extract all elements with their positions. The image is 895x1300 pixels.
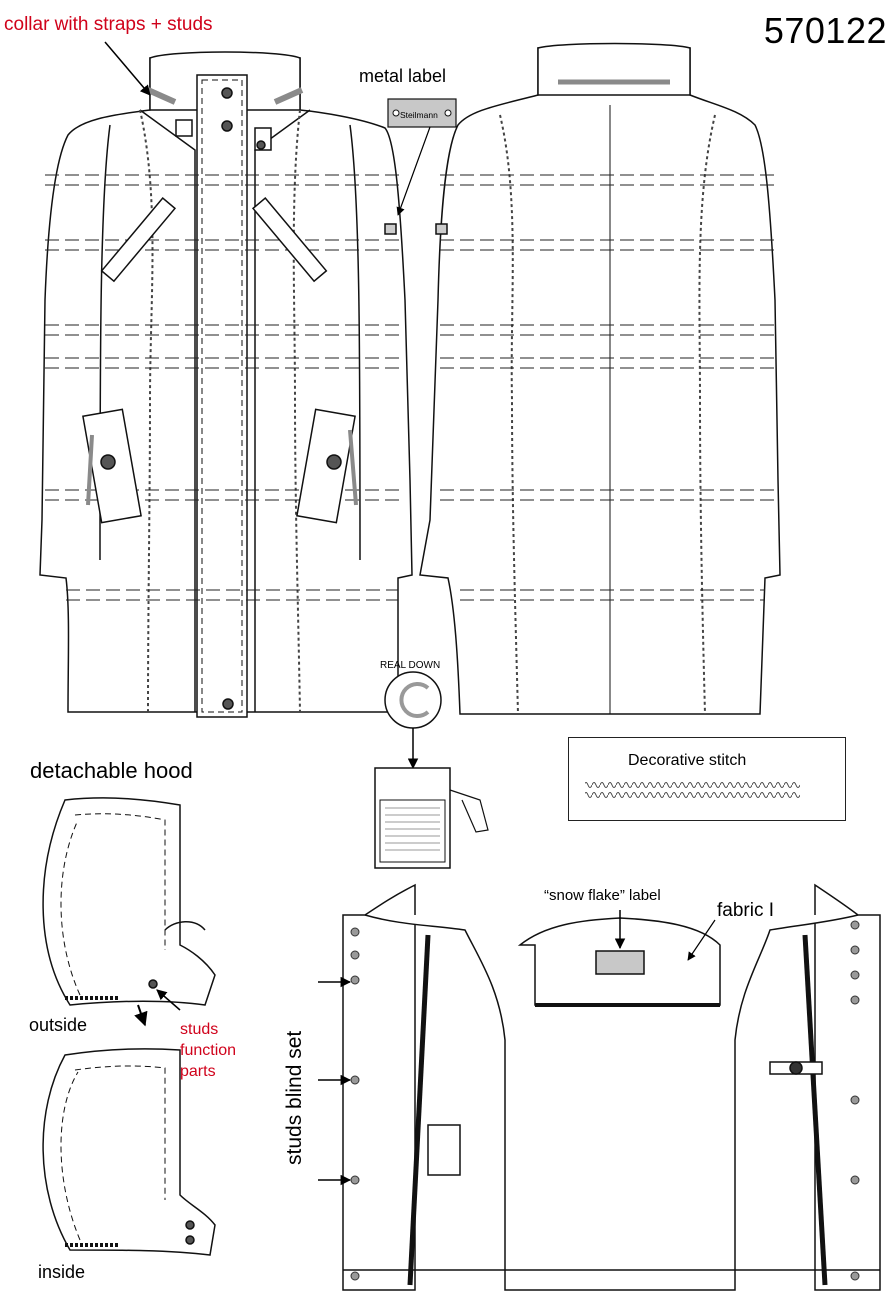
back-view-coat xyxy=(419,42,781,715)
collar-annotation: collar with straps + studs xyxy=(4,14,213,35)
front-view-coat xyxy=(39,51,413,718)
lining-inner-view xyxy=(318,883,881,1291)
hood-outside-label: outside xyxy=(29,1015,88,1035)
real-down-annotation: REAL DOWN xyxy=(380,660,441,671)
studs-function-parts-annotation: studs function parts xyxy=(180,1021,237,1080)
hood-inside-drawing xyxy=(42,1048,216,1256)
hood-outside-drawing xyxy=(42,797,216,1027)
snow-flake-label-annotation: “snow flake” label xyxy=(544,887,661,904)
detachable-hood-title: detachable hood xyxy=(30,758,193,783)
fabric-annotation: fabric I xyxy=(717,900,775,921)
style-number: 570122 xyxy=(763,10,887,51)
collar-arrow xyxy=(104,41,151,96)
metal-label-sketch xyxy=(387,98,457,216)
decorative-stitch-box xyxy=(568,737,846,821)
front-zipper-tape xyxy=(139,109,301,713)
metal-label-annotation: metal label xyxy=(359,66,447,86)
metal-label-brand: Steilmann xyxy=(400,110,438,120)
studs-blind-set-annotation: studs blind set xyxy=(283,1030,306,1165)
decorative-stitch-title: Decorative stitch xyxy=(628,752,747,769)
real-down-tag xyxy=(374,671,489,869)
decorative-stitch-sample xyxy=(585,780,800,800)
hood-inside-label: inside xyxy=(38,1262,86,1282)
front-quilt-lines xyxy=(45,174,400,601)
